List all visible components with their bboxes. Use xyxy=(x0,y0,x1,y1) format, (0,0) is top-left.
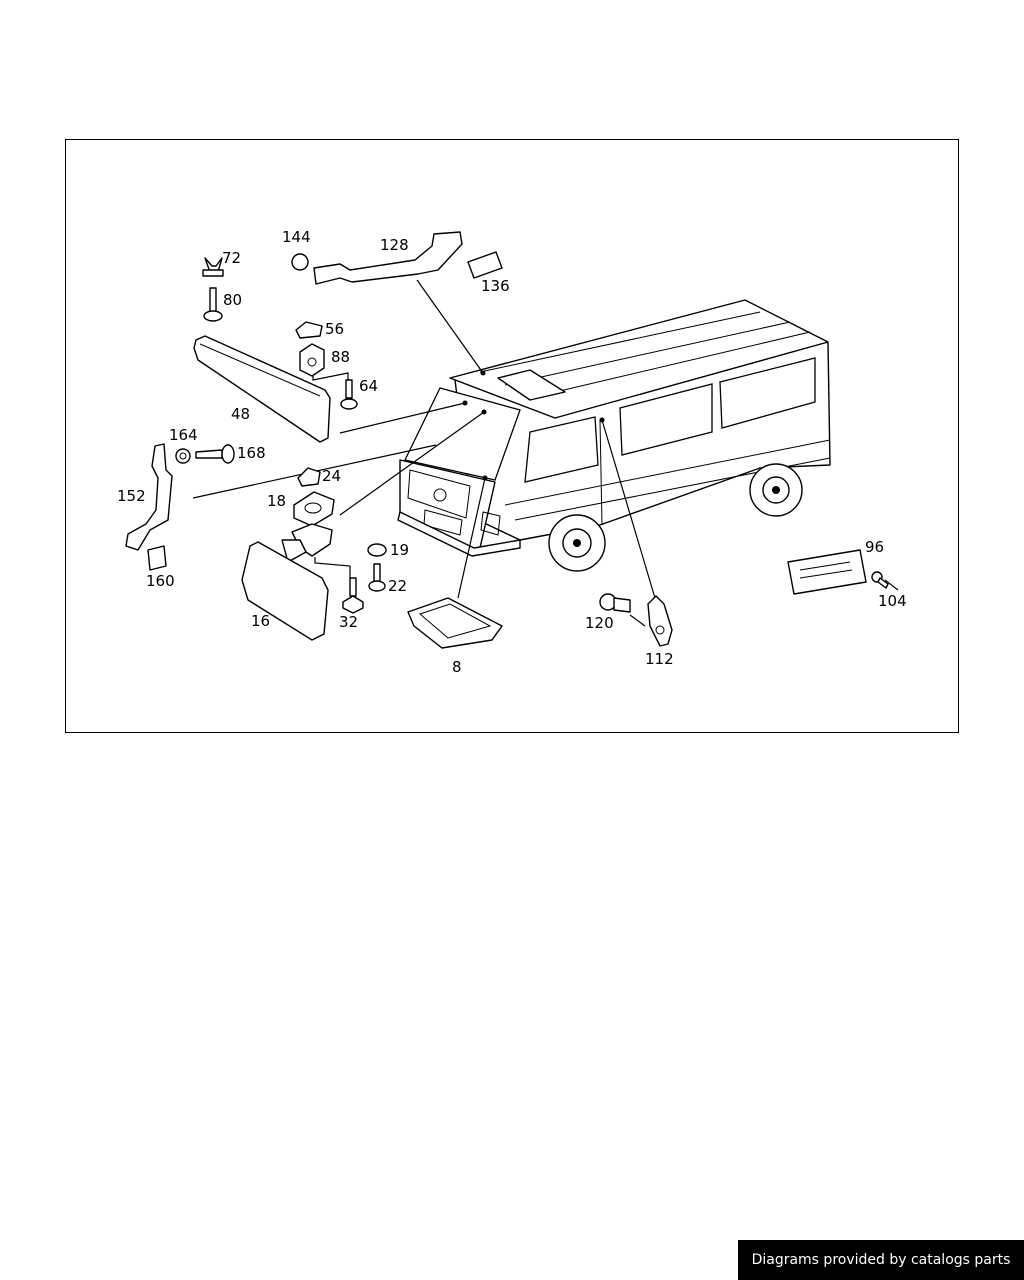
callout-128: 128 xyxy=(380,236,409,254)
callout-24: 24 xyxy=(322,467,341,485)
callout-18: 18 xyxy=(267,492,286,510)
part-19-washer xyxy=(367,543,387,557)
callout-72: 72 xyxy=(222,249,241,267)
part-120-bolt xyxy=(599,593,631,613)
callout-104: 104 xyxy=(878,592,907,610)
callout-22: 22 xyxy=(388,577,407,595)
callout-labels: 72 80 144 128 136 56 88 64 48 164 168 15… xyxy=(117,228,907,676)
callout-32: 32 xyxy=(339,613,358,631)
callout-168: 168 xyxy=(237,444,266,462)
van-illustration xyxy=(397,299,831,572)
callout-136: 136 xyxy=(481,277,510,295)
footer-credit-banner: Diagrams provided by catalogs parts xyxy=(738,1240,1024,1280)
callout-152: 152 xyxy=(117,487,146,505)
part-64-screw xyxy=(340,379,358,410)
part-104-rivet xyxy=(871,571,889,589)
part-152-bracket xyxy=(125,443,173,551)
callout-160: 160 xyxy=(146,572,175,590)
part-144-cap xyxy=(291,253,309,271)
part-168-screw xyxy=(195,444,235,464)
part-112-hook xyxy=(647,595,673,647)
part-24-clip xyxy=(297,467,321,487)
part-8-lamp-housing xyxy=(407,597,503,649)
part-128-grab-handle xyxy=(313,231,463,285)
part-88-bracket xyxy=(299,343,325,377)
part-32-screw xyxy=(342,577,364,614)
callout-56: 56 xyxy=(325,320,344,338)
callout-80: 80 xyxy=(223,291,242,309)
callout-16: 16 xyxy=(251,612,270,630)
callout-48: 48 xyxy=(231,405,250,423)
part-48-sun-visor xyxy=(193,335,331,443)
callout-164: 164 xyxy=(169,426,198,444)
part-72-clip xyxy=(202,257,224,277)
callout-112: 112 xyxy=(645,650,674,668)
part-160-cap xyxy=(147,545,167,571)
callout-144: 144 xyxy=(282,228,311,246)
footer-credit-text: Diagrams provided by catalogs parts xyxy=(751,1252,1011,1268)
part-56-clip xyxy=(295,321,323,339)
part-164-washer xyxy=(175,448,191,464)
part-16-rear-view-mirror xyxy=(241,523,333,641)
callout-96: 96 xyxy=(865,538,884,556)
part-80-screw xyxy=(203,287,223,322)
callout-8: 8 xyxy=(452,658,462,676)
part-96-plate xyxy=(787,549,867,595)
part-22-screw xyxy=(368,563,386,592)
part-136-cover xyxy=(467,251,503,279)
callout-120: 120 xyxy=(585,614,614,632)
part-18-mirror-base xyxy=(293,491,335,527)
callout-19: 19 xyxy=(390,541,409,559)
callout-88: 88 xyxy=(331,348,350,366)
callout-64: 64 xyxy=(359,377,378,395)
